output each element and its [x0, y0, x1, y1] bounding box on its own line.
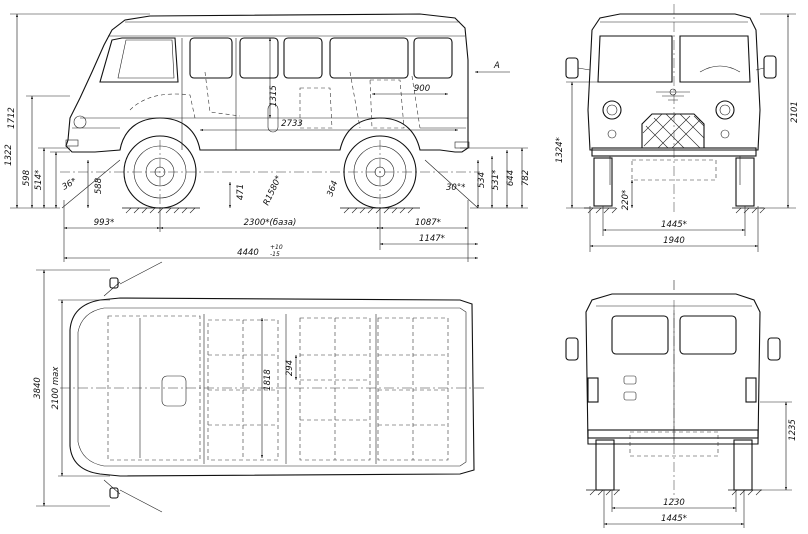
top-view: 3840 2100 max 1818 294 [33, 261, 484, 513]
top-body-outline [69, 297, 475, 477]
side-view: 1712 1322 598 514* 36* 588 471 R1580* 36… [4, 13, 531, 262]
dim-2100-max: 2100 max [51, 366, 61, 410]
dim-4440-tol-lower: -15 [270, 251, 280, 258]
dim-900: 900 [414, 84, 430, 94]
dim-588: 588 [94, 177, 104, 194]
dim-993: 993* [94, 218, 114, 228]
dim-644: 644 [506, 170, 516, 186]
dim-1147: 1147* [419, 234, 445, 244]
dim-471: 471 [236, 184, 246, 200]
dim-220: 220* [621, 190, 631, 210]
rear-body-outline [585, 293, 761, 445]
dim-782: 782 [521, 170, 531, 186]
side-body-outline [65, 13, 469, 153]
dim-2101: 2101 [790, 101, 800, 123]
dim-2733: 2733 [281, 119, 303, 129]
dim-1324: 1324* [555, 137, 565, 163]
dim-rear-1445: 1445* [661, 514, 687, 524]
dim-r1580: R1580* [262, 174, 285, 207]
top-seat-layout [207, 317, 449, 461]
dim-2300: 2300*(база) [244, 218, 297, 228]
side-right-dimensions [460, 147, 528, 209]
dim-30: 30°* [446, 183, 465, 193]
side-windows [99, 37, 453, 83]
dim-514: 514* [34, 170, 44, 190]
dim-4440-tol-upper: +10 [270, 244, 283, 251]
dim-364: 364 [325, 179, 340, 198]
dim-1315: 1315 [269, 85, 279, 107]
dim-front-1445: 1445* [661, 220, 687, 230]
front-body-outline [587, 13, 761, 151]
dim-1940: 1940 [663, 236, 685, 246]
dim-534: 534 [477, 172, 487, 188]
side-bottom-dimensions [63, 200, 478, 262]
side-view-a-label: A [493, 61, 500, 71]
dim-1818: 1818 [263, 369, 273, 391]
dim-1235: 1235 [788, 419, 798, 441]
side-rear-wheel [343, 135, 417, 209]
dim-531: 531* [491, 170, 501, 190]
front-view: 2101 1324* 220* 1445* 1940 [555, 4, 800, 252]
dim-294: 294 [285, 360, 295, 376]
dim-1322: 1322 [4, 144, 14, 166]
dim-3840: 3840 [33, 377, 43, 399]
rear-view: 1235 1230 1445* [565, 280, 798, 528]
dim-598: 598 [22, 169, 32, 186]
dim-1712: 1712 [7, 107, 17, 129]
side-left-dimensions [10, 13, 232, 209]
dim-4440: 4440 [237, 248, 259, 258]
dim-1230: 1230 [663, 498, 685, 508]
dim-1087: 1087* [415, 218, 441, 228]
dim-36: 36* [61, 176, 79, 192]
